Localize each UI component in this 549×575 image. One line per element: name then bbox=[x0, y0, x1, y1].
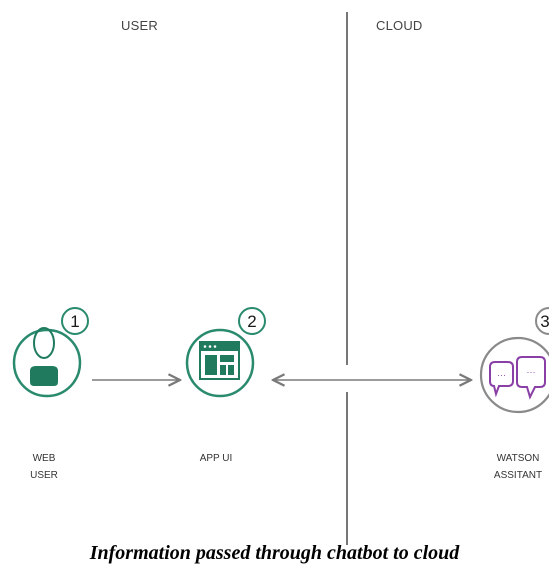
step-number: 2 bbox=[247, 312, 256, 331]
node-ring bbox=[12, 328, 82, 398]
node-label-line: WATSON bbox=[497, 453, 540, 464]
node-label-line: WEB bbox=[33, 453, 56, 464]
svg-text:···: ··· bbox=[527, 367, 536, 377]
app-window-icon bbox=[199, 341, 240, 380]
step-badge-3 bbox=[535, 307, 549, 335]
step-badge-2 bbox=[238, 307, 266, 335]
svg-text:···: ··· bbox=[497, 370, 506, 380]
step-number: 3 bbox=[540, 312, 549, 331]
node-label-line: USER bbox=[30, 470, 58, 481]
node-label-line: ASSITANT bbox=[494, 470, 542, 481]
zone-label-user: USER bbox=[121, 18, 158, 33]
user-icon bbox=[30, 327, 58, 386]
node-web-user: 1 WEB USER bbox=[12, 307, 89, 481]
node-label-line: APP UI bbox=[200, 453, 233, 464]
step-number: 1 bbox=[70, 312, 79, 331]
figure-caption: Information passed through chatbot to cl… bbox=[89, 542, 460, 564]
step-badge-1 bbox=[61, 307, 89, 335]
node-app-ui: 2 APP UI bbox=[185, 307, 266, 464]
node-watson-assistant: ··· ··· 3 WATSON ASSITANT bbox=[479, 307, 549, 481]
chat-bubbles-icon: ··· ··· bbox=[489, 356, 546, 400]
zone-label-cloud: CLOUD bbox=[376, 18, 423, 33]
